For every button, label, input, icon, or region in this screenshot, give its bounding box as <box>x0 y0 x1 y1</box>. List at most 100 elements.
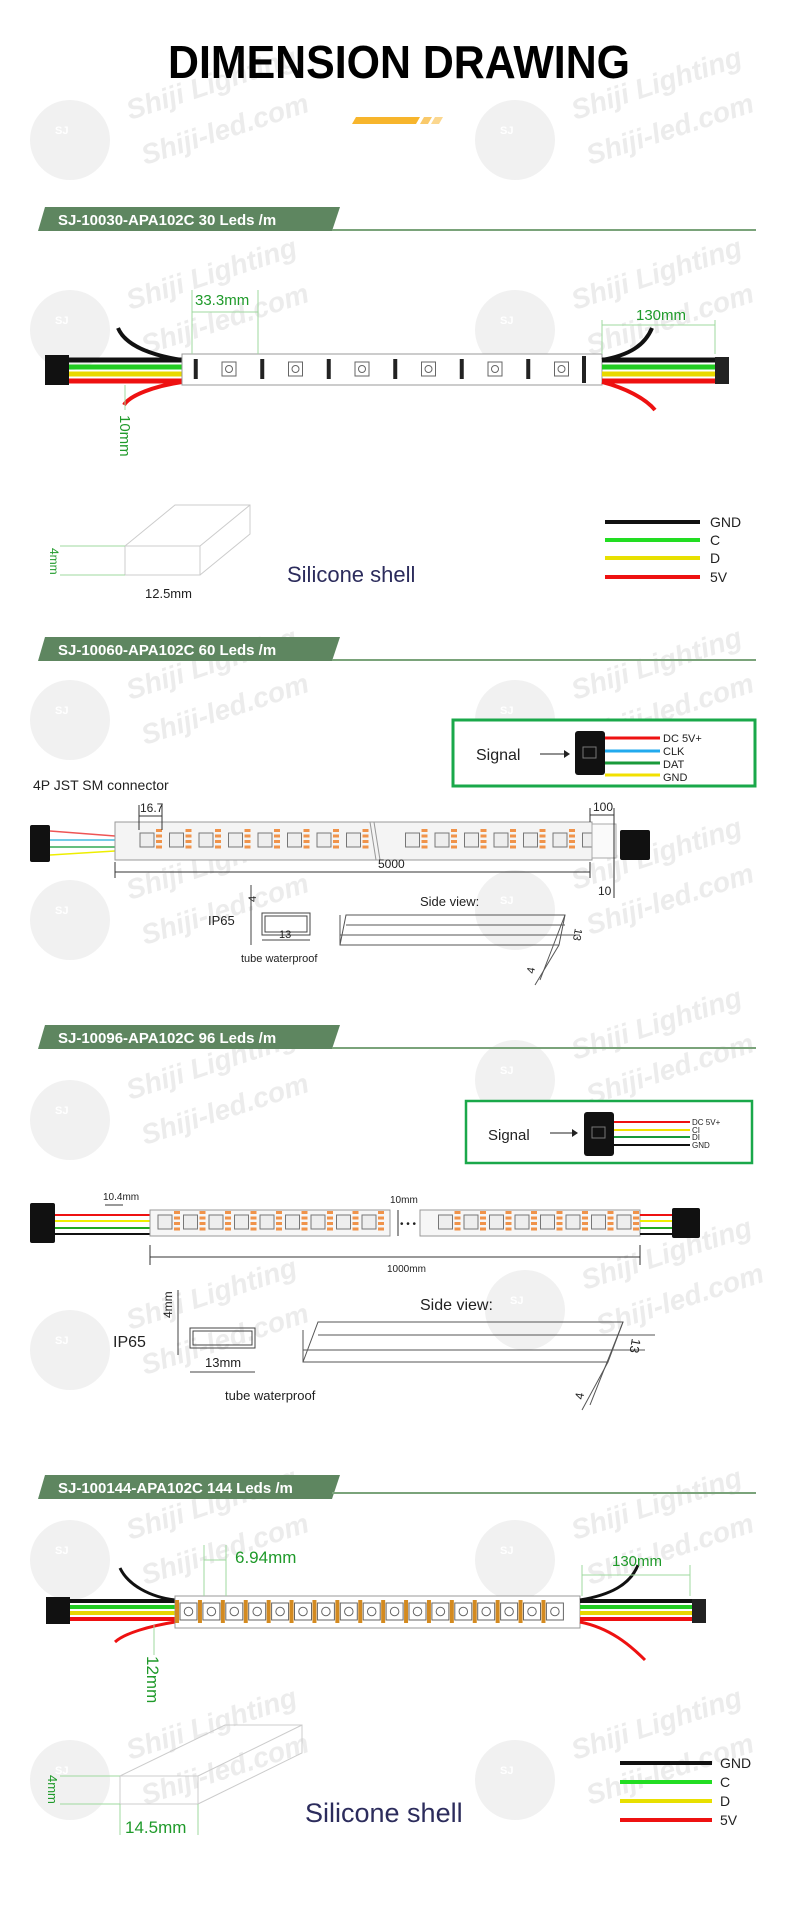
solder-pad <box>480 834 487 838</box>
solder-pad <box>185 845 192 849</box>
solder-pad <box>333 829 339 832</box>
section-header: SJ-10060-APA102C 60 Leds /m <box>58 642 276 659</box>
pitch-dimension: 16.7 <box>140 801 164 815</box>
led-chip <box>545 1602 564 1621</box>
led-chip <box>228 832 243 848</box>
solder-pad <box>244 845 251 849</box>
led-chip <box>259 1214 275 1230</box>
section-header: SJ-10030-APA102C 30 Leds /m <box>58 212 276 229</box>
led-chip <box>616 1214 632 1230</box>
solder-pad <box>510 840 516 843</box>
led-chip <box>202 1602 221 1621</box>
led-lens <box>504 1606 514 1617</box>
solder-pad <box>352 1222 359 1225</box>
led-group <box>175 1600 564 1623</box>
led-lens <box>458 1606 469 1617</box>
solder-pad <box>260 359 265 379</box>
solder-pad <box>569 829 575 832</box>
left-connector <box>45 355 69 385</box>
solder-pad <box>378 1227 384 1231</box>
solder-pad <box>274 840 280 843</box>
led-chip <box>523 832 538 848</box>
solder-pad <box>301 1211 308 1214</box>
led-lens <box>435 1606 446 1617</box>
solder-pad <box>454 1222 461 1225</box>
solder-pad <box>156 845 162 849</box>
solder-pad <box>505 1227 512 1231</box>
solder-pad <box>404 1600 409 1623</box>
solder-pad <box>505 1211 512 1214</box>
watermark-logo-text: SJ <box>55 905 68 917</box>
legend-label: D <box>710 550 720 566</box>
solder-pad <box>378 1216 384 1220</box>
section-30-leds: SJ-10030-APA102C 30 Leds /m <box>38 207 756 601</box>
solder-pad <box>225 1227 231 1231</box>
led-strip <box>46 1564 706 1662</box>
legend-label: C <box>720 1774 730 1790</box>
legend-label: D <box>720 1793 730 1809</box>
solder-pad <box>156 829 162 832</box>
solder-pad <box>215 845 221 849</box>
led-chip <box>385 1602 404 1621</box>
pin-label: CLK <box>663 746 685 758</box>
solder-pad <box>480 845 487 849</box>
led-chip <box>294 1602 312 1621</box>
solder-pad <box>185 834 192 838</box>
led-group <box>193 356 586 383</box>
solder-pad <box>250 1211 257 1214</box>
right-wires <box>640 1214 672 1235</box>
solder-pad <box>582 356 586 383</box>
solder-pad <box>526 359 531 379</box>
signal-pinout-box: Signal DC 5V+ CLK DAT GND <box>451 718 757 788</box>
watermark-logo-text: SJ <box>55 1335 68 1347</box>
solder-pad <box>582 1227 588 1231</box>
solder-pad <box>556 1216 563 1220</box>
solder-pad <box>421 834 428 838</box>
solder-pad <box>633 1211 639 1214</box>
led-chip <box>434 832 450 848</box>
solder-pad <box>327 1211 333 1214</box>
led-lens <box>344 1606 354 1617</box>
led-chip <box>565 1214 581 1230</box>
watermark-logo-text: SJ <box>500 1545 513 1557</box>
left-connector <box>30 825 50 862</box>
led-group <box>157 1211 639 1231</box>
legend-label: C <box>710 532 720 548</box>
tube-cross-section <box>250 885 311 945</box>
led-chip <box>225 1602 244 1621</box>
solder-pad <box>215 834 221 838</box>
led-chip <box>248 1602 267 1621</box>
led-chip <box>463 1214 479 1230</box>
solder-pad <box>569 845 575 849</box>
lead-dimension: 100 <box>593 800 613 814</box>
led-chip <box>354 361 370 377</box>
led-chip <box>198 832 214 848</box>
right-wires <box>601 327 715 412</box>
side-height-dimension: 4 <box>572 1391 587 1400</box>
watermark-logo-icon <box>30 1310 110 1390</box>
solder-pad <box>454 1211 461 1214</box>
length-dimension: 5000 <box>378 857 405 871</box>
solder-pad <box>480 1216 486 1220</box>
led-chip <box>421 361 436 377</box>
wire-legend: GND C D 5V <box>620 1755 751 1828</box>
solder-pad <box>480 829 487 832</box>
solder-pad <box>215 840 221 843</box>
pin-label: CI <box>692 1126 700 1135</box>
solder-pad <box>472 1600 477 1623</box>
solder-pad <box>531 1222 537 1225</box>
led-chip <box>408 1602 427 1621</box>
solder-pad <box>312 1600 317 1623</box>
solder-pad <box>199 1216 206 1220</box>
solder-pad <box>274 829 280 832</box>
solder-pad <box>327 1227 333 1231</box>
solder-pad <box>174 1222 180 1225</box>
solder-pad <box>451 840 457 843</box>
solder-pad <box>582 1216 588 1220</box>
solder-pad <box>362 840 369 843</box>
led-chip <box>523 1602 541 1621</box>
dimension-lines <box>105 1204 641 1265</box>
led-lens <box>557 365 566 373</box>
